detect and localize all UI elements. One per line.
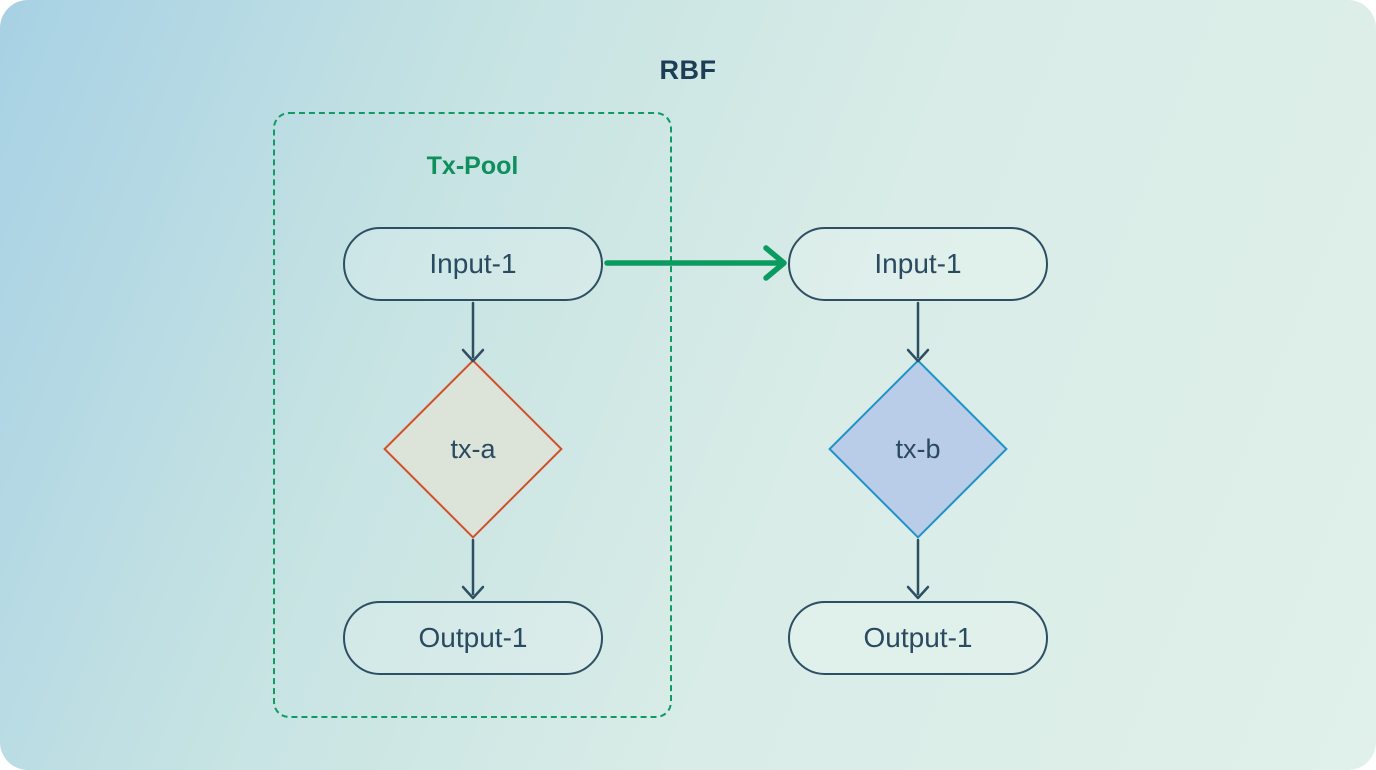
node-tx-b: tx-b bbox=[828, 359, 1008, 539]
arrow-replacement-input-to-tx-b bbox=[906, 301, 930, 363]
node-input-1-pool: Input-1 bbox=[343, 227, 603, 301]
diagram-title: RBF bbox=[659, 55, 717, 85]
node-output-1-replacement: Output-1 bbox=[788, 601, 1048, 675]
node-tx-b-label: tx-b bbox=[895, 433, 941, 464]
arrow-tx-b-to-replacement-output bbox=[906, 538, 930, 600]
node-tx-a: tx-a bbox=[383, 359, 563, 539]
tx-pool-label: Tx-Pool bbox=[426, 152, 519, 180]
node-output-1-replacement-label: Output-1 bbox=[863, 622, 973, 653]
node-output-1-pool-label: Output-1 bbox=[418, 622, 528, 653]
node-tx-a-label: tx-a bbox=[450, 433, 496, 464]
node-output-1-pool: Output-1 bbox=[343, 601, 603, 675]
node-input-1-replacement-label: Input-1 bbox=[874, 248, 962, 279]
tx-pool-container: Tx-Pool bbox=[273, 112, 672, 718]
node-input-1-replacement: Input-1 bbox=[788, 227, 1048, 301]
node-input-1-pool-label: Input-1 bbox=[429, 248, 517, 279]
